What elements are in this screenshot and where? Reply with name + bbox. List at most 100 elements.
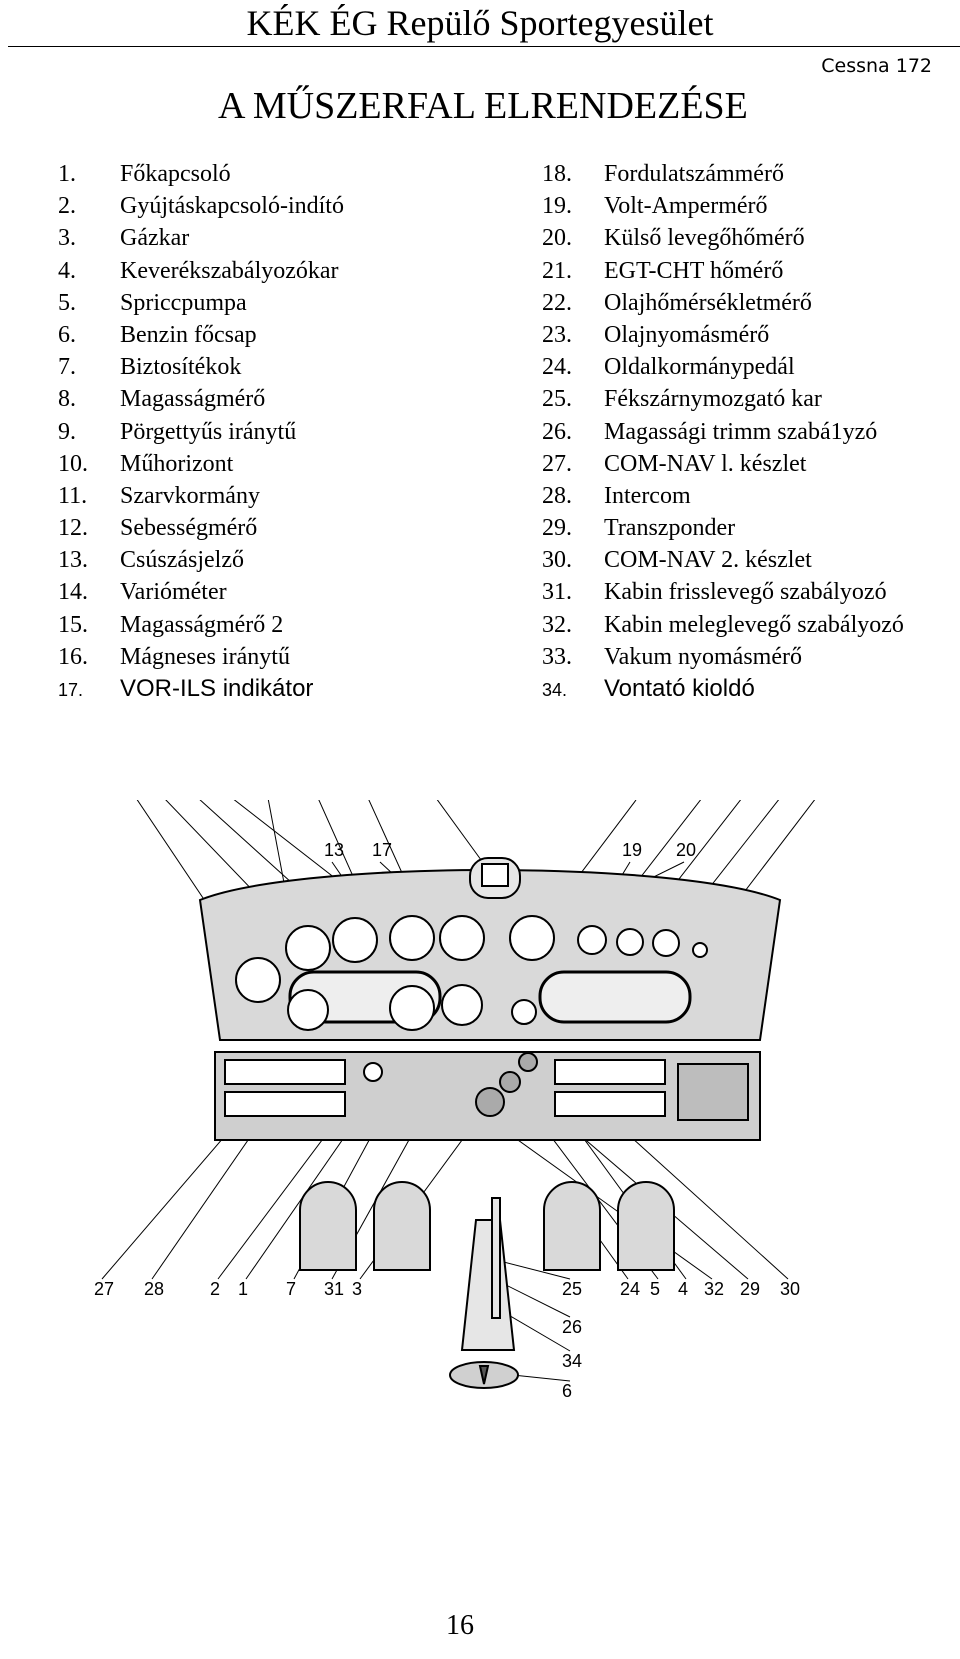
- callout-label: 24: [620, 1279, 640, 1299]
- legend-item-label: Kabin frisslevegő szabályozó: [604, 579, 887, 606]
- page-number: 16: [446, 1610, 474, 1641]
- legend-item-number: 12.: [58, 515, 88, 542]
- leader-line: [609, 1117, 789, 1280]
- legend-item: 24.Oldalkormánypedál: [542, 351, 904, 383]
- legend-item-label: Gyújtáskapcsoló-indító: [120, 193, 344, 220]
- legend-item-number: 21.: [542, 257, 572, 284]
- legend-item-label: Műhorizont: [120, 450, 234, 477]
- callout-label: 4: [678, 1279, 688, 1299]
- legend-item-label: COM-NAV l. készlet: [604, 450, 807, 477]
- legend-item-label: Külső levegőhőmérő: [604, 225, 805, 252]
- legend-item: 15.Magasságmérő 2: [58, 609, 344, 641]
- callout-label: 17: [372, 840, 392, 860]
- callout-label: 25: [562, 1279, 582, 1299]
- leader-line: [495, 1259, 571, 1280]
- legend-item: 1.Főkapcsoló: [58, 158, 344, 190]
- callout-label: 34: [562, 1351, 582, 1371]
- legend-item-number: 9.: [58, 418, 76, 445]
- leader-line: [599, 1239, 629, 1280]
- legend-item: 2. Gyújtáskapcsoló-indító: [58, 190, 344, 222]
- legend-item-number: 19.: [542, 193, 572, 220]
- legend-item-label: Vontató kioldó: [604, 675, 755, 702]
- legend-item: 14. Varióméter: [58, 576, 344, 608]
- legend-item-number: 14.: [58, 579, 88, 606]
- legend-item-number: 6.: [58, 321, 76, 348]
- legend-item-number: 27.: [542, 450, 572, 477]
- legend-item: 17. VOR-ILS indikátor: [58, 673, 344, 705]
- legend-item-label: Sebességmérő: [120, 515, 258, 542]
- legend-item: 16. Mágneses iránytű: [58, 641, 344, 673]
- legend-item-number: 1.: [58, 161, 76, 187]
- legend-item-number: 26.: [542, 418, 572, 445]
- legend-item: 21.EGT-CHT hőmérő: [542, 255, 904, 287]
- legend-item-label: Olajnyomásmérő: [604, 321, 770, 348]
- legend-item-number: 11.: [58, 482, 88, 509]
- aircraft-subtitle: Cessna 172: [821, 55, 932, 77]
- callout-label: 7: [286, 1279, 296, 1299]
- legend-item: 25.Fékszárnymozgató kar: [542, 383, 904, 415]
- legend-item-number: 28.: [542, 482, 572, 509]
- callout-label: 3: [352, 1279, 362, 1299]
- legend-item-label: Transzponder: [604, 515, 736, 542]
- legend-item-number: 13.: [58, 547, 88, 574]
- legend-item-label: Vakum nyomásmérő: [604, 643, 802, 670]
- callout-label: 29: [740, 1279, 760, 1299]
- legend-item-number: 2.: [58, 193, 76, 220]
- legend-item: 5.Spriccpumpa: [58, 287, 344, 319]
- legend-item-number: 15.: [58, 611, 88, 638]
- legend-item-label: Fordulatszámmérő: [604, 161, 784, 187]
- legend-item: 6. Benzin főcsap: [58, 319, 344, 351]
- legend-item: 26.Magassági trimm szabá1yzó: [542, 416, 904, 448]
- legend-item-number: 34.: [542, 680, 568, 700]
- legend-item-label: Varióméter: [120, 579, 227, 606]
- callout-label: 13: [324, 840, 344, 860]
- legend-item: 34. Vontató kioldó: [542, 673, 904, 705]
- legend-item-label: Pörgettyűs iránytű: [120, 418, 297, 445]
- legend-item-label: Intercom: [604, 482, 691, 509]
- legend-item-number: 32.: [542, 611, 572, 638]
- header-title: KÉK ÉG Repülő Sportegyesület: [246, 3, 714, 43]
- legend-item: 30.COM-NAV 2. készlet: [542, 544, 904, 576]
- leader-line: [436, 800, 485, 865]
- legend-item-number: 5.: [58, 289, 76, 316]
- leader-line: [151, 1129, 256, 1280]
- legend-item-label: Biztosítékok: [120, 354, 242, 381]
- callout-label: 31: [324, 1279, 344, 1299]
- callout-label: 32: [704, 1279, 724, 1299]
- legend-item-label: Volt-Ampermérő: [604, 193, 768, 220]
- legend-item: 9. Pörgettyűs iránytű: [58, 416, 344, 448]
- legend-item: 12. Sebességmérő: [58, 512, 344, 544]
- legend-item-label: Oldalkormánypedál: [604, 354, 795, 381]
- legend-item-label: VOR-ILS indikátor: [120, 675, 314, 702]
- legend-item: 3.Gázkar: [58, 222, 344, 254]
- center-console: [449, 1197, 519, 1389]
- legend-item: 22. Olajhőmérsékletmérő: [542, 287, 904, 319]
- legend-item-number: 10.: [58, 450, 88, 477]
- legend-item-label: COM-NAV 2. készlet: [604, 547, 812, 574]
- callout-label: 19: [622, 840, 642, 860]
- callout-label: 28: [144, 1279, 164, 1299]
- leader-line: [101, 1129, 231, 1280]
- legend-item: 10. Műhorizont: [58, 448, 344, 480]
- legend-item-number: 17.: [58, 680, 84, 700]
- legend-item-number: 7.: [58, 354, 76, 381]
- legend-item-label: Mágneses iránytű: [120, 643, 290, 670]
- legend-item-label: Benzin főcsap: [120, 321, 257, 348]
- legend-item: 20.Külső levegőhőmérő: [542, 222, 904, 254]
- legend-item: 7. Biztosítékok: [58, 351, 344, 383]
- legend-item-number: 22.: [542, 289, 572, 316]
- legend-item-number: 25.: [542, 386, 572, 413]
- legend-item-label: Keverékszabályozókar: [120, 257, 339, 284]
- page-title: A MŰSZERFAL ELRENDEZÉSE: [218, 85, 748, 127]
- legend-item-label: Gázkar: [120, 225, 190, 252]
- header-rule: [8, 46, 960, 47]
- legend-item-number: 16.: [58, 643, 88, 670]
- legend-item-label: Szarvkormány: [120, 482, 260, 509]
- callout-label: 30: [780, 1279, 800, 1299]
- legend-item-number: 4.: [58, 257, 76, 284]
- legend-item-label: Olajhőmérsékletmérő: [604, 289, 812, 316]
- callout-labels: 8910111214151618212223331317192027282173…: [94, 840, 800, 1401]
- legend-item: 23.Olajnyomásmérő: [542, 319, 904, 351]
- callout-label: 1: [238, 1279, 248, 1299]
